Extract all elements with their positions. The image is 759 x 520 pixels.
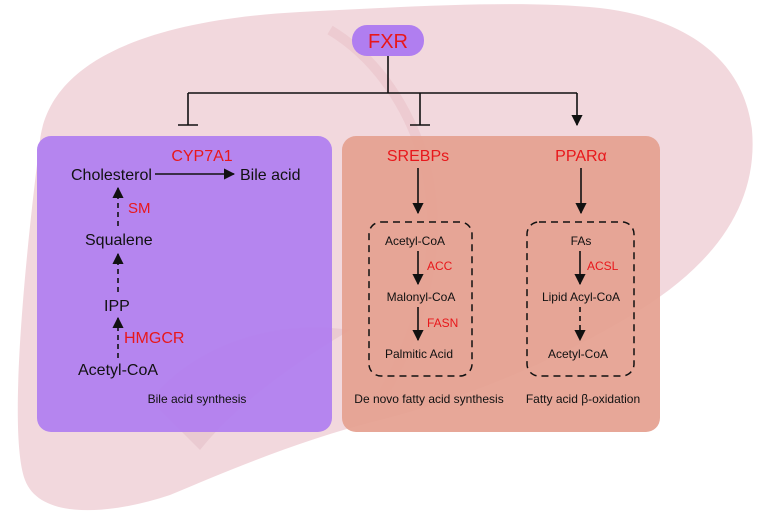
bile-acid-synthesis-caption: Bile acid synthesis bbox=[148, 392, 247, 406]
palmitic-acid-label: Palmitic Acid bbox=[385, 347, 453, 361]
squalene-label: Squalene bbox=[85, 232, 153, 249]
bile-acetyl-coa-label: Acetyl-CoA bbox=[78, 362, 158, 379]
denovo-caption: De novo fatty acid synthesis bbox=[354, 392, 503, 406]
fxr-node bbox=[352, 25, 424, 56]
srebps-label: SREBPs bbox=[387, 148, 449, 165]
acc-label: ACC bbox=[427, 259, 453, 273]
lipid-acyl-coa-label: Lipid Acyl-CoA bbox=[542, 290, 620, 304]
malonyl-coa-label: Malonyl-CoA bbox=[387, 290, 456, 304]
fxr-connectors bbox=[178, 56, 583, 127]
ppara-label: PPARα bbox=[555, 148, 607, 165]
fas-label: FAs bbox=[571, 234, 592, 248]
ipp-label: IPP bbox=[104, 298, 130, 315]
oxidation-caption: Fatty acid β-oxidation bbox=[526, 392, 640, 406]
bile-acid-label: Bile acid bbox=[240, 167, 300, 184]
fasn-label: FASN bbox=[427, 316, 458, 330]
denovo-acetyl-coa-label: Acetyl-CoA bbox=[385, 234, 445, 248]
cholesterol-label: Cholesterol bbox=[71, 167, 152, 184]
fatty-acid-panel bbox=[342, 136, 660, 432]
sm-label: SM bbox=[128, 200, 151, 217]
hmgcr-label: HMGCR bbox=[124, 330, 184, 347]
acsl-label: ACSL bbox=[587, 259, 619, 273]
denovo-box bbox=[368, 221, 473, 377]
fxr-label: FXR bbox=[368, 31, 408, 53]
bile-acid-panel bbox=[37, 136, 332, 432]
oxidation-box bbox=[526, 221, 635, 377]
cyp7a1-label: CYP7A1 bbox=[171, 148, 232, 165]
oxidation-acetyl-coa-label: Acetyl-CoA bbox=[548, 347, 608, 361]
